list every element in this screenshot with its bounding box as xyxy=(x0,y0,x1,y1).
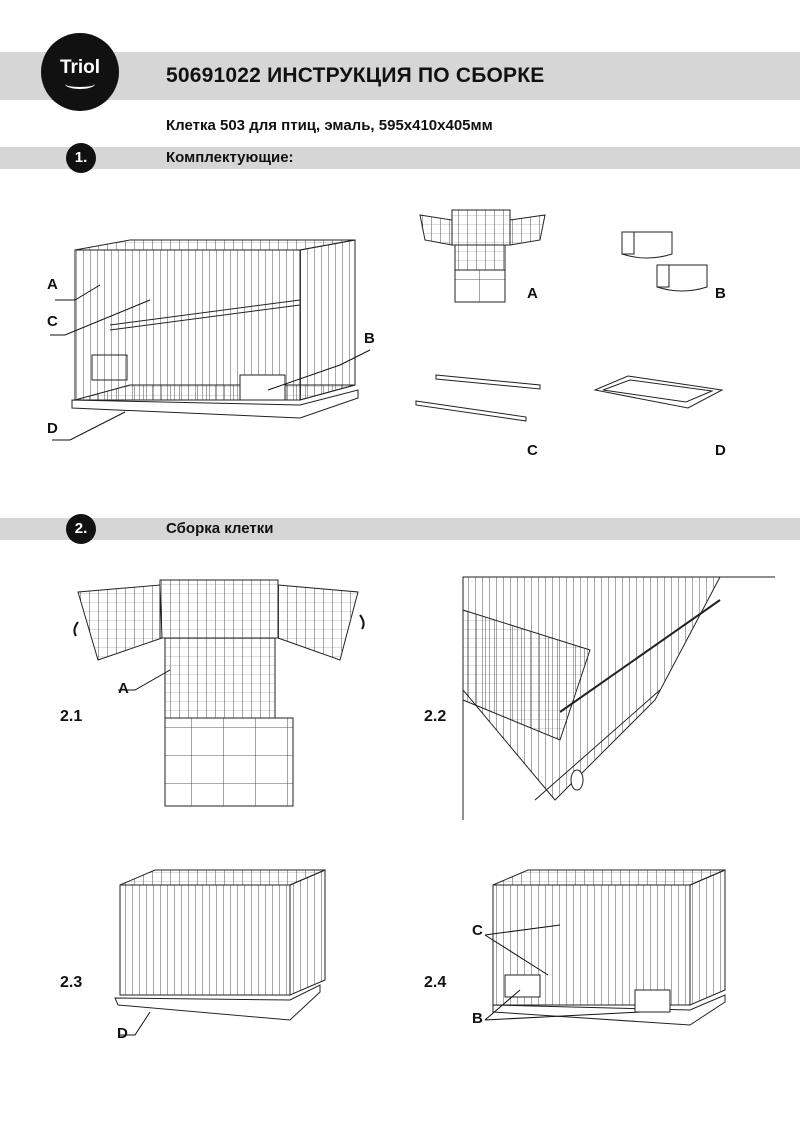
cage-label-b: B xyxy=(364,330,375,347)
part-d-tray xyxy=(593,375,724,409)
step-2-4-label-b: B xyxy=(472,1010,483,1027)
cage-label-c: C xyxy=(47,313,58,330)
part-label-b: B xyxy=(715,285,726,302)
section-2-badge: 2. xyxy=(66,514,96,544)
step-2-4-drawing xyxy=(484,869,726,1026)
part-label-a: A xyxy=(527,285,538,302)
step-2-4-label-c: C xyxy=(472,922,483,939)
part-c-perches xyxy=(415,374,541,422)
section-2-title: Сборка клетки xyxy=(166,520,274,537)
step-2-3-number: 2.3 xyxy=(60,974,83,991)
step-2-2-drawing xyxy=(462,576,775,820)
section-1-title: Комплектующие: xyxy=(166,149,294,166)
cage-label-d: D xyxy=(47,420,58,437)
part-a-panels xyxy=(419,209,546,303)
step-2-2-number: 2.2 xyxy=(424,708,447,725)
part-label-c: C xyxy=(527,442,538,459)
step-2-1-drawing xyxy=(73,579,365,807)
triol-logo: Triol xyxy=(41,33,119,111)
step-2-1-number: 2.1 xyxy=(60,708,83,725)
step-2-4-number: 2.4 xyxy=(424,974,447,991)
section-2-band xyxy=(0,518,800,540)
header-band xyxy=(0,52,800,100)
page-title: 50691022 ИНСТРУКЦИЯ ПО СБОРКЕ xyxy=(166,64,545,87)
step-2-3-label-d: D xyxy=(117,1025,128,1042)
cage-label-a: A xyxy=(47,276,58,293)
part-label-d: D xyxy=(715,442,726,459)
section-1-band xyxy=(0,147,800,169)
part-b-feeders xyxy=(621,231,708,292)
step-2-1-label-a: A xyxy=(118,680,129,697)
step-2-3-drawing xyxy=(114,869,326,1036)
section-1-badge: 1. xyxy=(66,143,96,173)
logo-text: Triol xyxy=(59,57,101,78)
logo-smile xyxy=(65,79,95,89)
product-subtitle: Клетка 503 для птиц, эмаль, 595x410x405м… xyxy=(166,117,493,134)
